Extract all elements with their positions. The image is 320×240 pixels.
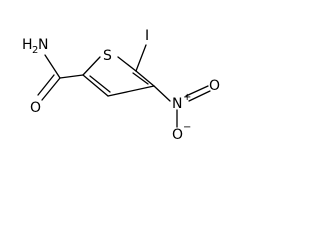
bond-c4-c5 bbox=[135, 70, 155, 87]
bond-nnitro-otop-inner bbox=[188, 90, 211, 102]
bond-camide-o bbox=[41, 77, 61, 101]
bond-c4-c5-inner bbox=[132, 72, 149, 85]
bond-c2-c3-inner bbox=[89, 75, 111, 93]
bond-nnitro-otop bbox=[185, 85, 209, 97]
bond-s-c2 bbox=[82, 56, 101, 76]
bond-c2-c3 bbox=[82, 74, 109, 97]
bond-camide-n bbox=[44, 54, 61, 79]
amide-h-label: H bbox=[22, 37, 33, 53]
sulfur-label: S bbox=[103, 48, 112, 64]
nitro-n-label: N bbox=[172, 96, 182, 112]
amide-o-label: O bbox=[30, 100, 41, 116]
nitro-o-top-label: O bbox=[209, 78, 220, 94]
structure-diagram: S I H 2 N O N + O O − bbox=[0, 0, 230, 143]
molecule-drawing: S I H 2 N O N + O O − bbox=[22, 28, 220, 143]
nitro-n-charge: + bbox=[183, 92, 191, 103]
amide-n-label: N bbox=[38, 37, 48, 53]
amide-h-subscript: 2 bbox=[32, 45, 38, 56]
bond-c2-camide bbox=[59, 74, 84, 79]
iodine-label: I bbox=[145, 28, 149, 44]
nitro-o-bottom-charge: − bbox=[183, 122, 191, 133]
bond-c3-c4 bbox=[107, 85, 155, 97]
nitro-o-bottom-label: O bbox=[172, 127, 183, 143]
bond-camide-o-inner bbox=[37, 74, 55, 96]
bond-c5-i bbox=[135, 44, 147, 72]
bond-c4-nnitro bbox=[153, 85, 171, 102]
bond-s-c5 bbox=[117, 56, 137, 72]
